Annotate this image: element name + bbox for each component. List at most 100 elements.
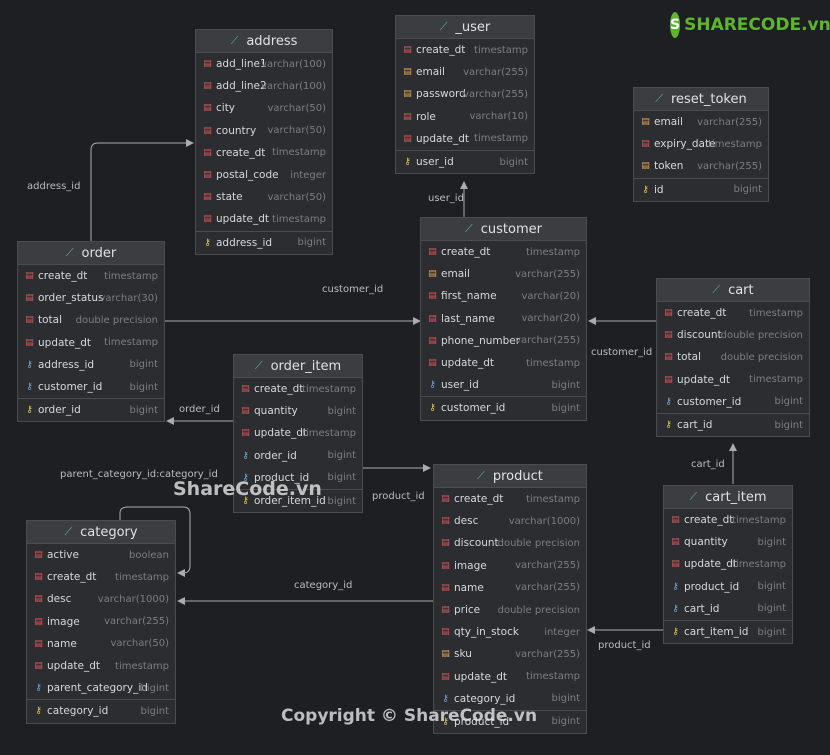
- table-header[interactable]: ⟋cart: [657, 279, 809, 302]
- table-header[interactable]: ⟋order_item: [234, 355, 362, 378]
- table-header[interactable]: ⟋reset_token: [634, 88, 768, 111]
- column-type: bigint: [297, 237, 326, 249]
- column-type: varchar(255): [515, 582, 580, 594]
- table-header[interactable]: ⟋address: [196, 30, 332, 53]
- table-header[interactable]: ⟋cart_item: [664, 486, 792, 509]
- column-type: bigint: [551, 716, 580, 728]
- table-header[interactable]: ⟋product: [434, 465, 586, 488]
- table-header[interactable]: ⟋_user: [396, 16, 534, 39]
- column-icon: ▤: [34, 550, 43, 561]
- column-type: timestamp: [104, 270, 158, 282]
- column-type: varchar(10): [469, 111, 528, 123]
- relation-label-cart-id: cart_id: [691, 459, 725, 470]
- column-name: parent_category_id: [47, 682, 148, 695]
- table-header[interactable]: ⟋order: [18, 242, 164, 265]
- table-header[interactable]: ⟋category: [27, 521, 175, 544]
- column-name: create_dt: [38, 270, 88, 283]
- table-header[interactable]: ⟋customer: [421, 218, 586, 241]
